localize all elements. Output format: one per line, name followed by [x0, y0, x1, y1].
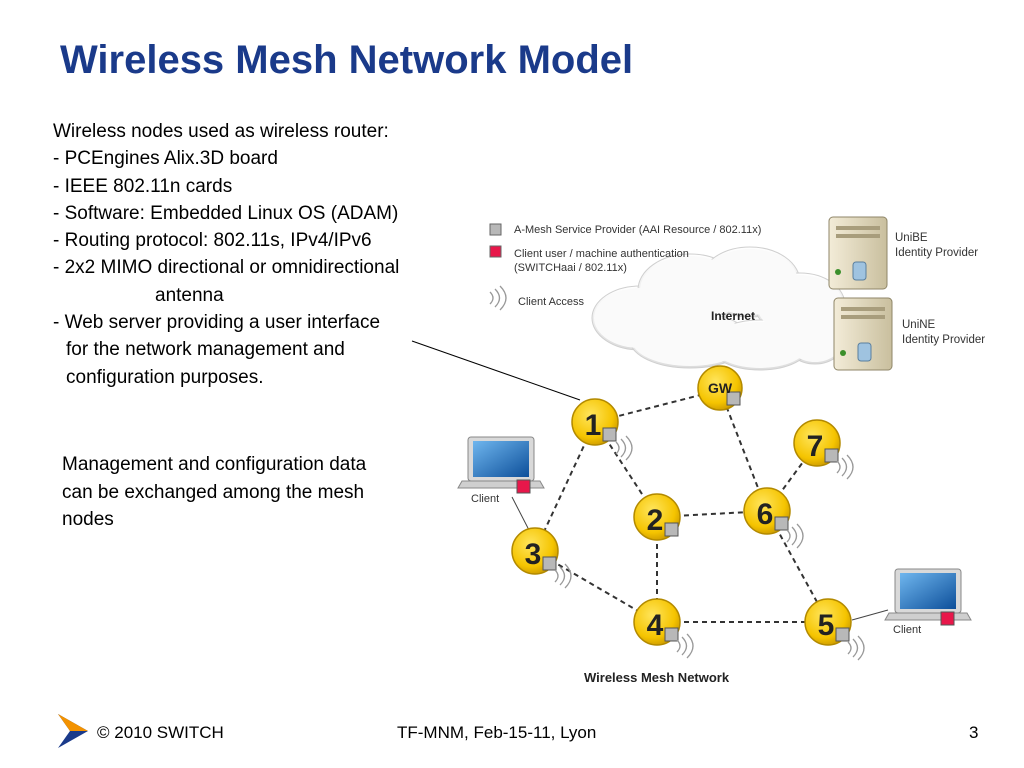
internet-label: Internet [711, 309, 755, 323]
footer-copyright: © 2010 SWITCH [97, 723, 224, 742]
mesh-node-2 [633, 493, 681, 541]
bullet-routing: - Routing protocol: 802.11s, IPv4/IPv6 [53, 230, 372, 252]
legend-access-label: Client Access [518, 296, 585, 308]
link-client-right [851, 609, 889, 621]
wireless-icon [786, 523, 804, 549]
bullet-webserver-cont1: for the network management and [66, 339, 345, 361]
bullet-board: - PCEngines Alix.3D board [53, 148, 278, 170]
mesh-node-5-label: 5 [818, 609, 835, 642]
legend-provider-square [489, 223, 502, 236]
legend: A-Mesh Service Provider (AAI Resource / … [489, 223, 761, 311]
client-right-label: Client [893, 624, 921, 636]
pointer-line [411, 340, 581, 401]
wireless-icon [615, 435, 633, 461]
mesh-node-4-label: 4 [647, 609, 664, 642]
mesh-node-3 [511, 527, 572, 589]
client-laptop-right-icon [884, 568, 972, 626]
management-text: Management and configuration data can be… [62, 451, 366, 534]
bullet-mimo: - 2x2 MIMO directional or omnidirectiona… [53, 257, 400, 279]
server-unibe-name: UniBE [895, 232, 928, 244]
wireless-icon [847, 635, 865, 661]
bullet-webserver: - Web server providing a user interface [53, 312, 381, 334]
server-unine-icon [833, 297, 893, 371]
bullet-software: - Software: Embedded Linux OS (ADAM) [53, 202, 399, 224]
client-links [511, 496, 889, 621]
server-unine-name: UniNE [902, 319, 936, 331]
server-unibe-icon [828, 216, 888, 290]
bullet-cards: - IEEE 802.11n cards [53, 175, 233, 197]
wireless-icon [554, 563, 572, 589]
legend-provider-label: A-Mesh Service Provider (AAI Resource / … [514, 224, 761, 236]
page-number: 3 [969, 723, 979, 742]
mesh-node-1-label: 1 [585, 409, 602, 442]
server-unibe-role: Identity Provider [895, 247, 978, 259]
server-unine-role: Identity Provider [902, 334, 985, 346]
mesh-node-3-label: 3 [525, 538, 542, 571]
management-line-2: can be exchanged among the mesh [62, 481, 365, 503]
mesh-node-1 [571, 398, 633, 461]
mesh-node-7 [793, 419, 854, 480]
footer-event: TF-MNM, Feb-15-11, Lyon [397, 723, 597, 742]
legend-auth-square [489, 245, 502, 258]
mesh-node-6-label: 6 [757, 498, 774, 531]
gateway-node [697, 365, 743, 411]
internet-cloud [591, 246, 846, 371]
mesh-node-6 [743, 487, 804, 549]
mesh-node-5 [804, 598, 865, 661]
bullet-intro: Wireless nodes used as wireless router: [53, 121, 389, 142]
legend-access-icon [489, 285, 507, 311]
diagram-caption: Wireless Mesh Network [584, 670, 730, 685]
wireless-icon [836, 454, 854, 480]
mesh-node-2-label: 2 [647, 504, 664, 537]
client-laptop-left-icon [457, 436, 545, 494]
management-line-3: nodes [62, 509, 114, 530]
bullet-list: Wireless nodes used as wireless router: … [53, 118, 399, 391]
legend-auth-label-1: Client user / machine authentication [514, 248, 689, 260]
mesh-node-7-label: 7 [807, 430, 824, 463]
link-client-left [511, 496, 531, 533]
switch-logo-icon [58, 714, 88, 748]
wireless-icon [676, 633, 694, 659]
management-line-1: Management and configuration data [62, 454, 367, 475]
bullet-webserver-cont2: configuration purposes. [66, 366, 264, 388]
slide-title: Wireless Mesh Network Model [60, 38, 634, 82]
client-left-label: Client [471, 493, 499, 505]
mesh-node-4 [633, 598, 694, 659]
gateway-label: GW [708, 380, 733, 396]
bullet-mimo-cont: antenna [155, 284, 224, 306]
legend-auth-label-2: (SWITCHaai / 802.11x) [514, 262, 627, 274]
